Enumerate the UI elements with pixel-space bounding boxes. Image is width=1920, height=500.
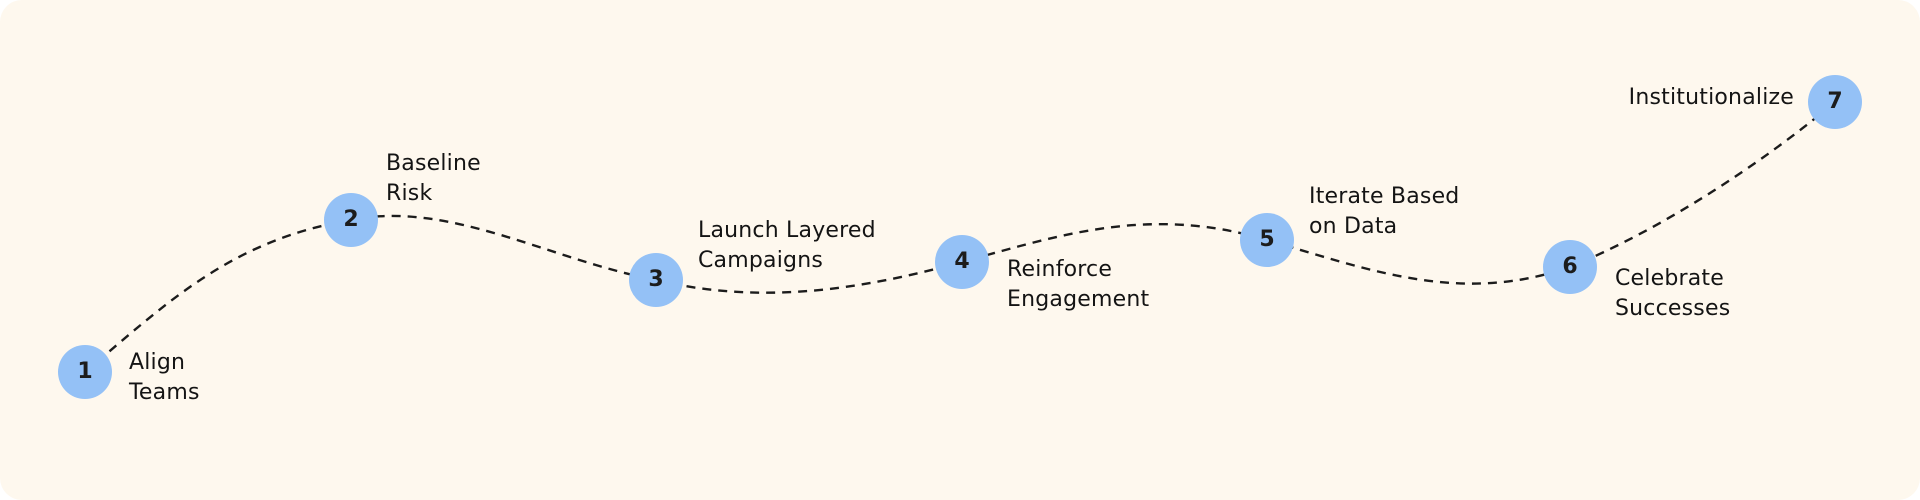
- step-6-label: Celebrate Successes: [1615, 264, 1730, 324]
- step-7-label: Institutionalize: [1629, 83, 1794, 113]
- step-4-number: 4: [954, 249, 970, 274]
- step-7-node: 7: [1808, 75, 1862, 129]
- step-2-node: 2: [324, 193, 378, 247]
- step-2-label-line-1: Baseline: [386, 151, 481, 176]
- step-1-number: 1: [77, 359, 93, 384]
- step-4-label-line-2: Engagement: [1007, 287, 1150, 312]
- step-5-label-line-2: on Data: [1309, 214, 1398, 239]
- step-3-label: Launch Layered Campaigns: [698, 216, 876, 276]
- step-2-number: 2: [343, 207, 359, 232]
- step-2-label-line-2: Risk: [386, 181, 433, 206]
- step-3-number: 3: [648, 267, 664, 292]
- step-1-label-line-2: Teams: [129, 380, 200, 405]
- step-6-number: 6: [1562, 254, 1578, 279]
- step-3-node: 3: [629, 253, 683, 307]
- step-5-number: 5: [1259, 227, 1275, 252]
- step-4-label-line-1: Reinforce: [1007, 257, 1113, 282]
- step-6-label-line-1: Celebrate: [1615, 266, 1724, 291]
- step-4-node: 4: [935, 235, 989, 289]
- step-7-number: 7: [1827, 89, 1843, 114]
- step-3-label-line-2: Campaigns: [698, 248, 824, 273]
- step-4-label: Reinforce Engagement: [1007, 255, 1149, 315]
- step-1-label: Align Teams: [129, 348, 200, 408]
- step-2-label: Baseline Risk: [386, 149, 481, 209]
- step-7-label-line-1: Institutionalize: [1628, 85, 1794, 110]
- step-1-node: 1: [58, 345, 112, 399]
- step-5-node: 5: [1240, 213, 1294, 267]
- step-5-label: Iterate Based on Data: [1309, 182, 1459, 242]
- step-5-label-line-1: Iterate Based: [1309, 184, 1460, 209]
- step-6-node: 6: [1543, 240, 1597, 294]
- step-1-label-line-1: Align: [129, 350, 186, 375]
- step-6-label-line-2: Successes: [1615, 296, 1731, 321]
- step-3-label-line-1: Launch Layered: [698, 218, 876, 243]
